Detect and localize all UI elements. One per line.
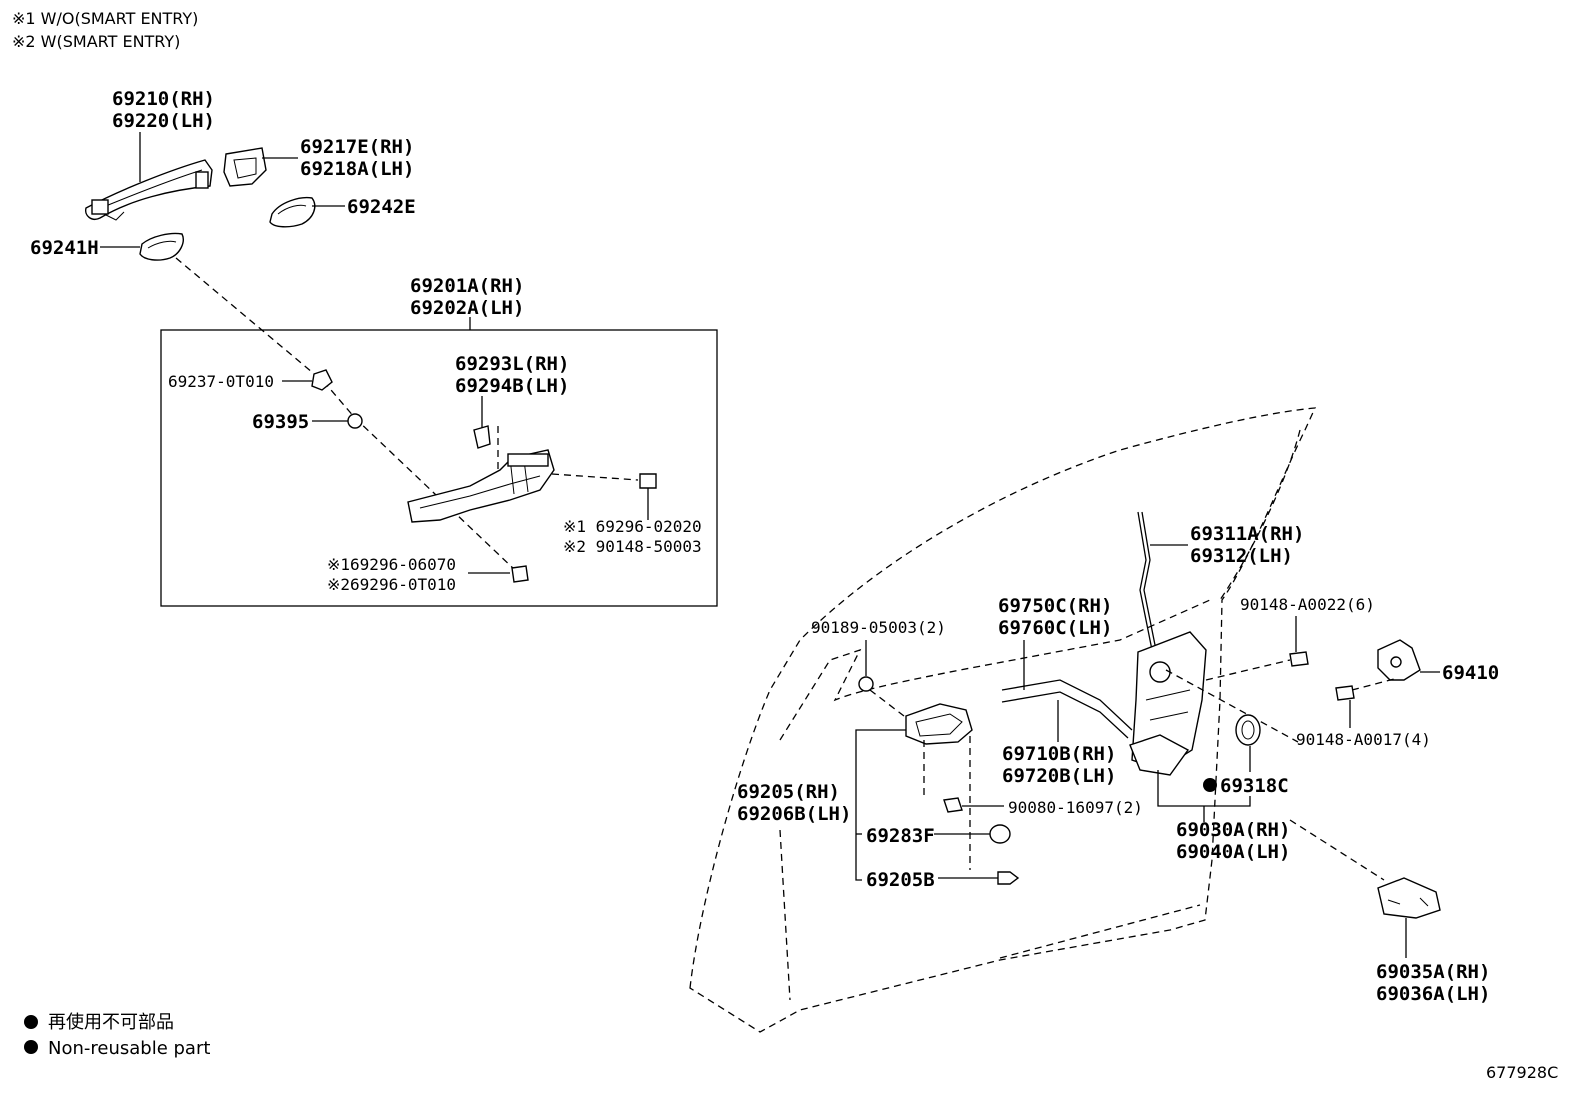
label-69030a-rh: 69030A(RH) [1176, 819, 1290, 841]
legend-dot-en [24, 1040, 38, 1054]
frame-drawing [407, 449, 555, 523]
label-69202a-lh: 69202A(LH) [410, 297, 524, 319]
label-90080-16097: 90080-16097(2) [1008, 798, 1143, 817]
label-69296-0t010: ※269296-0T010 [327, 575, 456, 594]
label-69318c: 69318C [1220, 775, 1289, 797]
label-69205-rh: 69205(RH) [737, 781, 840, 803]
legend-jp: 再使用不可部品 [48, 1012, 174, 1033]
label-69201a-rh: 69201A(RH) [410, 275, 524, 297]
label-90148-a0022: 90148-A0022(6) [1240, 595, 1375, 614]
cables-drawing [1001, 679, 1133, 739]
label-69206b-lh: 69206B(LH) [737, 803, 851, 825]
bracket-drawing [473, 425, 499, 470]
label-69750c-rh: 69750C(RH) [998, 595, 1112, 617]
note-with-smart-entry: ※2 W(SMART ENTRY) [12, 32, 180, 51]
rod-drawing [1137, 511, 1157, 651]
outside-handle-drawing [85, 159, 213, 221]
striker-drawing [1377, 639, 1421, 681]
label-69410: 69410 [1442, 662, 1499, 684]
label-69217e-rh: 69217E(RH) [300, 136, 414, 158]
label-69312-lh: 69312(LH) [1190, 545, 1293, 567]
legend-en: Non-reusable part [48, 1038, 210, 1059]
label-69040a-lh: 69040A(LH) [1176, 841, 1290, 863]
screw-90080-drawing [943, 797, 963, 813]
legend-dot-jp [24, 1015, 38, 1029]
label-90148-a0017: 90148-A0017(4) [1296, 730, 1431, 749]
bolt-a-drawing [639, 473, 657, 489]
bolt-b-drawing [511, 565, 529, 583]
clip-69237-drawing [311, 369, 333, 391]
screw-a0022-drawing [1289, 651, 1309, 667]
label-69241h: 69241H [30, 237, 99, 259]
label-69296-06070: ※169296-06070 [327, 555, 456, 574]
label-69036a-lh: 69036A(LH) [1376, 983, 1490, 1005]
label-69210-rh: 69210(RH) [112, 88, 215, 110]
lock-cover-drawing [1377, 877, 1441, 919]
label-69760c-lh: 69760C(LH) [998, 617, 1112, 639]
label-69311a-rh: 69311A(RH) [1190, 523, 1304, 545]
pad-69241h-drawing [139, 232, 184, 261]
label-69237-0t010: 69237-0T010 [168, 372, 274, 391]
door-lock-drawing [1129, 631, 1207, 776]
label-69242e: 69242E [347, 196, 416, 218]
bezel-drawing [997, 871, 1020, 885]
handle-cover-drawing [223, 147, 267, 187]
seal-drawing [1235, 714, 1261, 746]
label-69220-lh: 69220(LH) [112, 110, 215, 132]
diagram-id: 677928C [1486, 1063, 1558, 1082]
pad-69242e-drawing [269, 196, 316, 228]
label-69218a-lh: 69218A(LH) [300, 158, 414, 180]
label-90189-05003: 90189-05003(2) [811, 618, 946, 637]
clip-69395-drawing [347, 413, 363, 429]
inside-handle-drawing [905, 703, 973, 745]
label-69294b-lh: 69294B(LH) [455, 375, 569, 397]
label-69710b-rh: 69710B(RH) [1002, 743, 1116, 765]
label-69293l-rh: 69293L(RH) [455, 353, 569, 375]
note-without-smart-entry: ※1 W/O(SMART ENTRY) [12, 9, 198, 28]
frame-assembly-box [160, 329, 718, 607]
label-69283f: 69283F [866, 825, 935, 847]
non-reusable-mark [1203, 778, 1217, 792]
label-69395: 69395 [252, 411, 309, 433]
label-69720b-lh: 69720B(LH) [1002, 765, 1116, 787]
nut-drawing [858, 676, 874, 692]
label-90148-50003: ※2 90148-50003 [563, 537, 702, 556]
door-outline [689, 407, 1317, 1033]
label-69205b: 69205B [866, 869, 935, 891]
label-69296-02020: ※1 69296-02020 [563, 517, 702, 536]
cap-drawing [989, 824, 1011, 844]
label-69035a-rh: 69035A(RH) [1376, 961, 1490, 983]
screw-a0017-drawing [1335, 685, 1355, 701]
